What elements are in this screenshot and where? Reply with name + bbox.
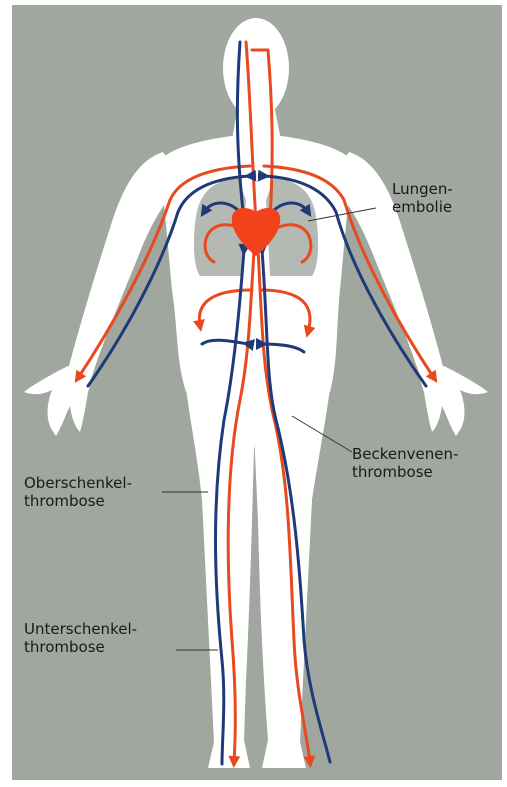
lungenembolie-line2: embolie [392,198,453,216]
oberschenkel-line2: thrombose [24,492,132,510]
unterschenkel-line2: thrombose [24,638,137,656]
neck [232,105,281,140]
unterschenkel-line1: Unterschenkel- [24,620,137,638]
beckenvenen-line1: Beckenvenen- [352,445,458,463]
label-oberschenkelthrombose: Oberschenkel- thrombose [24,474,132,510]
head [223,18,289,118]
beckenvenen-line2: thrombose [352,463,458,481]
label-beckenvenenthrombose: Beckenvenen- thrombose [352,445,458,481]
oberschenkel-line1: Oberschenkel- [24,474,132,492]
label-unterschenkelthrombose: Unterschenkel- thrombose [24,620,137,656]
label-lungenembolie: Lungen- embolie [392,180,453,216]
torso [160,136,352,392]
lungenembolie-line1: Lungen- [392,180,453,198]
